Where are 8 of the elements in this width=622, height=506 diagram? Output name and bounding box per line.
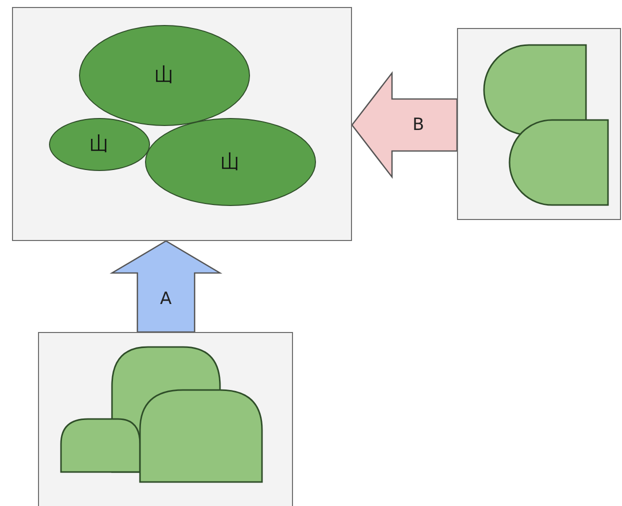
panel xyxy=(457,28,621,220)
block-arrow xyxy=(110,240,222,333)
oval-node: 山 xyxy=(144,118,316,206)
panel xyxy=(12,7,352,241)
oval-node: 山 xyxy=(78,24,250,126)
panel xyxy=(38,332,293,506)
oval-node: 山 xyxy=(48,118,150,170)
block-arrow xyxy=(351,71,458,179)
